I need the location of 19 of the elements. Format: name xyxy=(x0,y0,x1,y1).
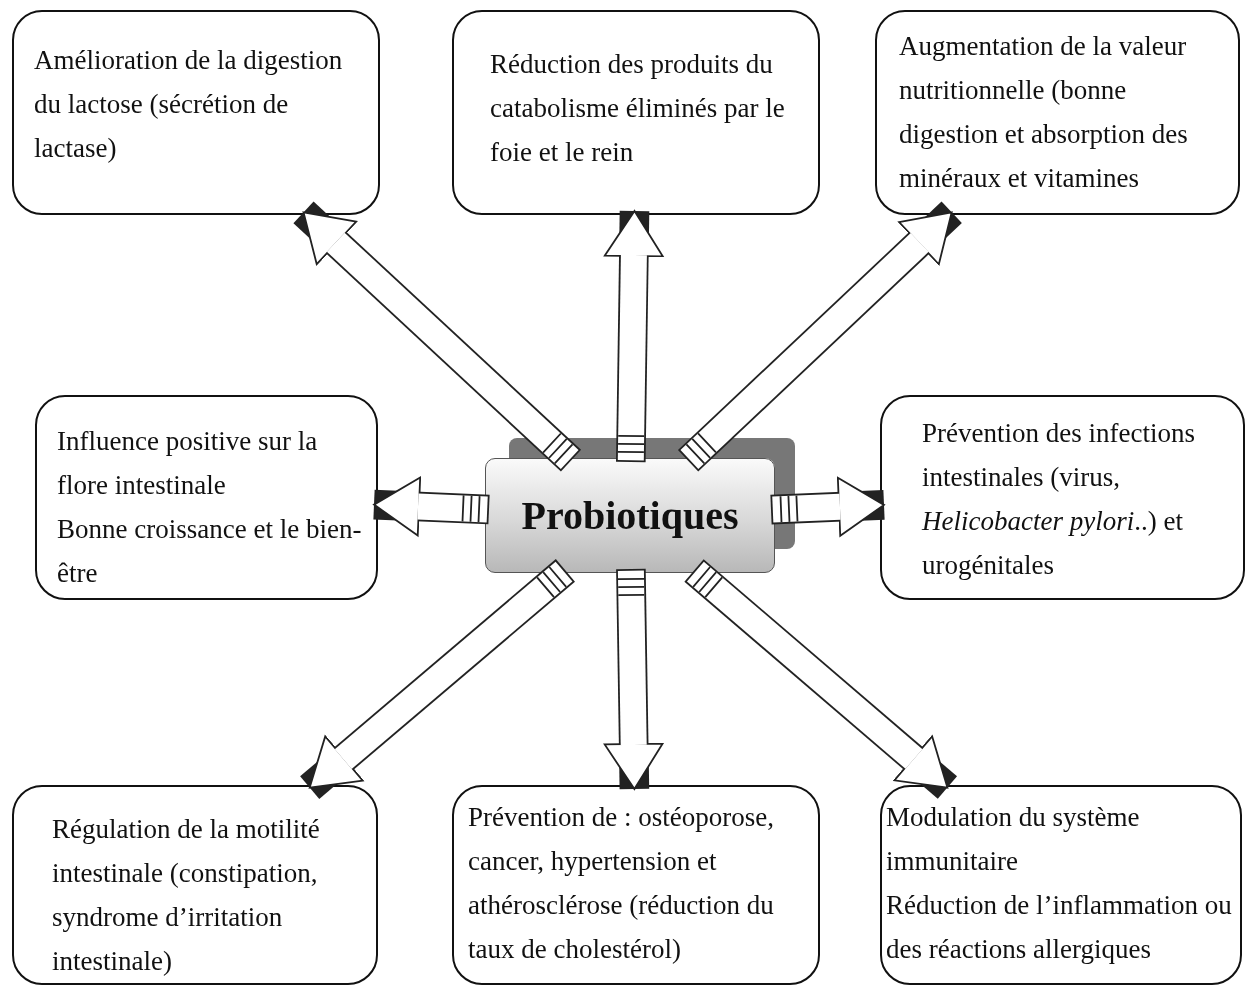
effect-box xyxy=(452,785,820,985)
effect-text: Amélioration de la digestion du lactose (sécrétion de lactase) xyxy=(34,44,344,165)
effect-text: Régulation de la motilité intestinale (constipation, syndrome d’irritation intestinale) xyxy=(52,813,321,978)
effect-box xyxy=(880,785,1242,985)
effect-box xyxy=(35,395,378,600)
effect-box xyxy=(875,10,1240,215)
effect-text: Modulation du système immunitaire xyxy=(886,801,1141,878)
central-title: Probiotiques xyxy=(521,492,739,539)
effect-text: Augmentation de la valeur nutritionnelle (bonne digestion et absorption des minéraux et vitamines xyxy=(899,30,1189,195)
effect-text: Réduction des produits du catabolisme éliminés par le foie et le rein xyxy=(490,48,786,169)
effect-box xyxy=(880,395,1245,600)
effect-box xyxy=(12,785,378,985)
effect-text: Prévention de : ostéoporose, cancer, hypertension et athérosclérose (réduction du taux de cholestérol) xyxy=(468,801,775,966)
effect-text: Bonne croissance et le bien-être xyxy=(57,513,363,590)
effect-box xyxy=(452,10,820,215)
effect-text: Influence positive sur la flore intestinale xyxy=(57,425,319,502)
effect-text: Réduction de l’inflammation ou des réactions allergiques xyxy=(886,889,1233,966)
effect-text: Prévention des infections intestinales (virus, Helicobacter pylori..) et urogénitales xyxy=(922,417,1196,582)
effect-box xyxy=(12,10,380,215)
